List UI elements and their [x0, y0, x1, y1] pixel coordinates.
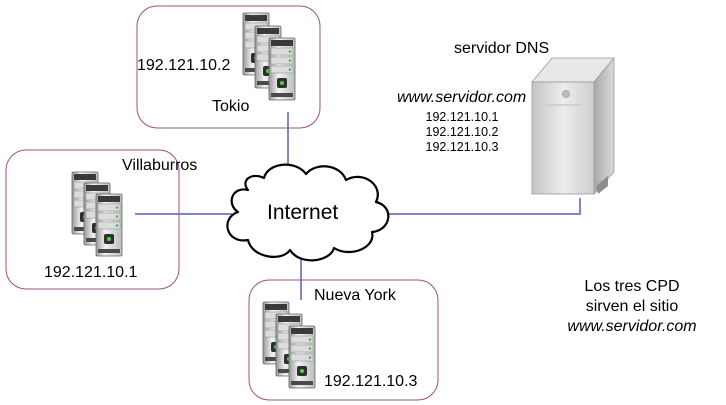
dns-title-label: servidor DNS	[454, 40, 550, 57]
internet-label: Internet	[267, 201, 339, 224]
tokio-ip-label: 192.121.10.2	[137, 57, 231, 74]
datacenter-box-villaburros	[5, 149, 180, 290]
note-text: Los tres CPD sirven el sitio www.servido…	[554, 277, 710, 337]
datacenter-box-tokio	[136, 5, 321, 129]
dns-server-icon	[531, 56, 615, 196]
datacenter-box-nueva-york	[248, 279, 439, 401]
internet-cloud-icon	[226, 163, 390, 262]
dns-record: 192.121.10.1	[425, 110, 499, 124]
villaburros-ip-label: 192.121.10.1	[44, 264, 138, 281]
villaburros-name-label: Villaburros	[122, 157, 198, 174]
note-line-3: www.servidor.com	[567, 318, 697, 335]
nueva-york-ip-label: 192.121.10.3	[324, 373, 418, 390]
dns-domain-label: www.servidor.com	[397, 89, 527, 106]
network-links	[135, 112, 581, 300]
nueva-york-name-label: Nueva York	[314, 287, 396, 304]
note-line-1: Los tres CPD	[584, 278, 680, 295]
dns-record: 192.121.10.3	[425, 140, 499, 154]
server-stack-nueva-york-icon	[262, 301, 316, 389]
dns-records-list: 192.121.10.1 192.121.10.2 192.121.10.3	[417, 110, 507, 155]
server-stack-villaburros-icon	[71, 171, 123, 257]
server-stack-tokio-icon	[242, 12, 296, 101]
tokio-name-label: Tokio	[212, 98, 250, 115]
dns-record: 192.121.10.2	[425, 125, 499, 139]
note-line-2: sirven el sitio	[585, 298, 679, 315]
link-dns	[384, 198, 581, 215]
